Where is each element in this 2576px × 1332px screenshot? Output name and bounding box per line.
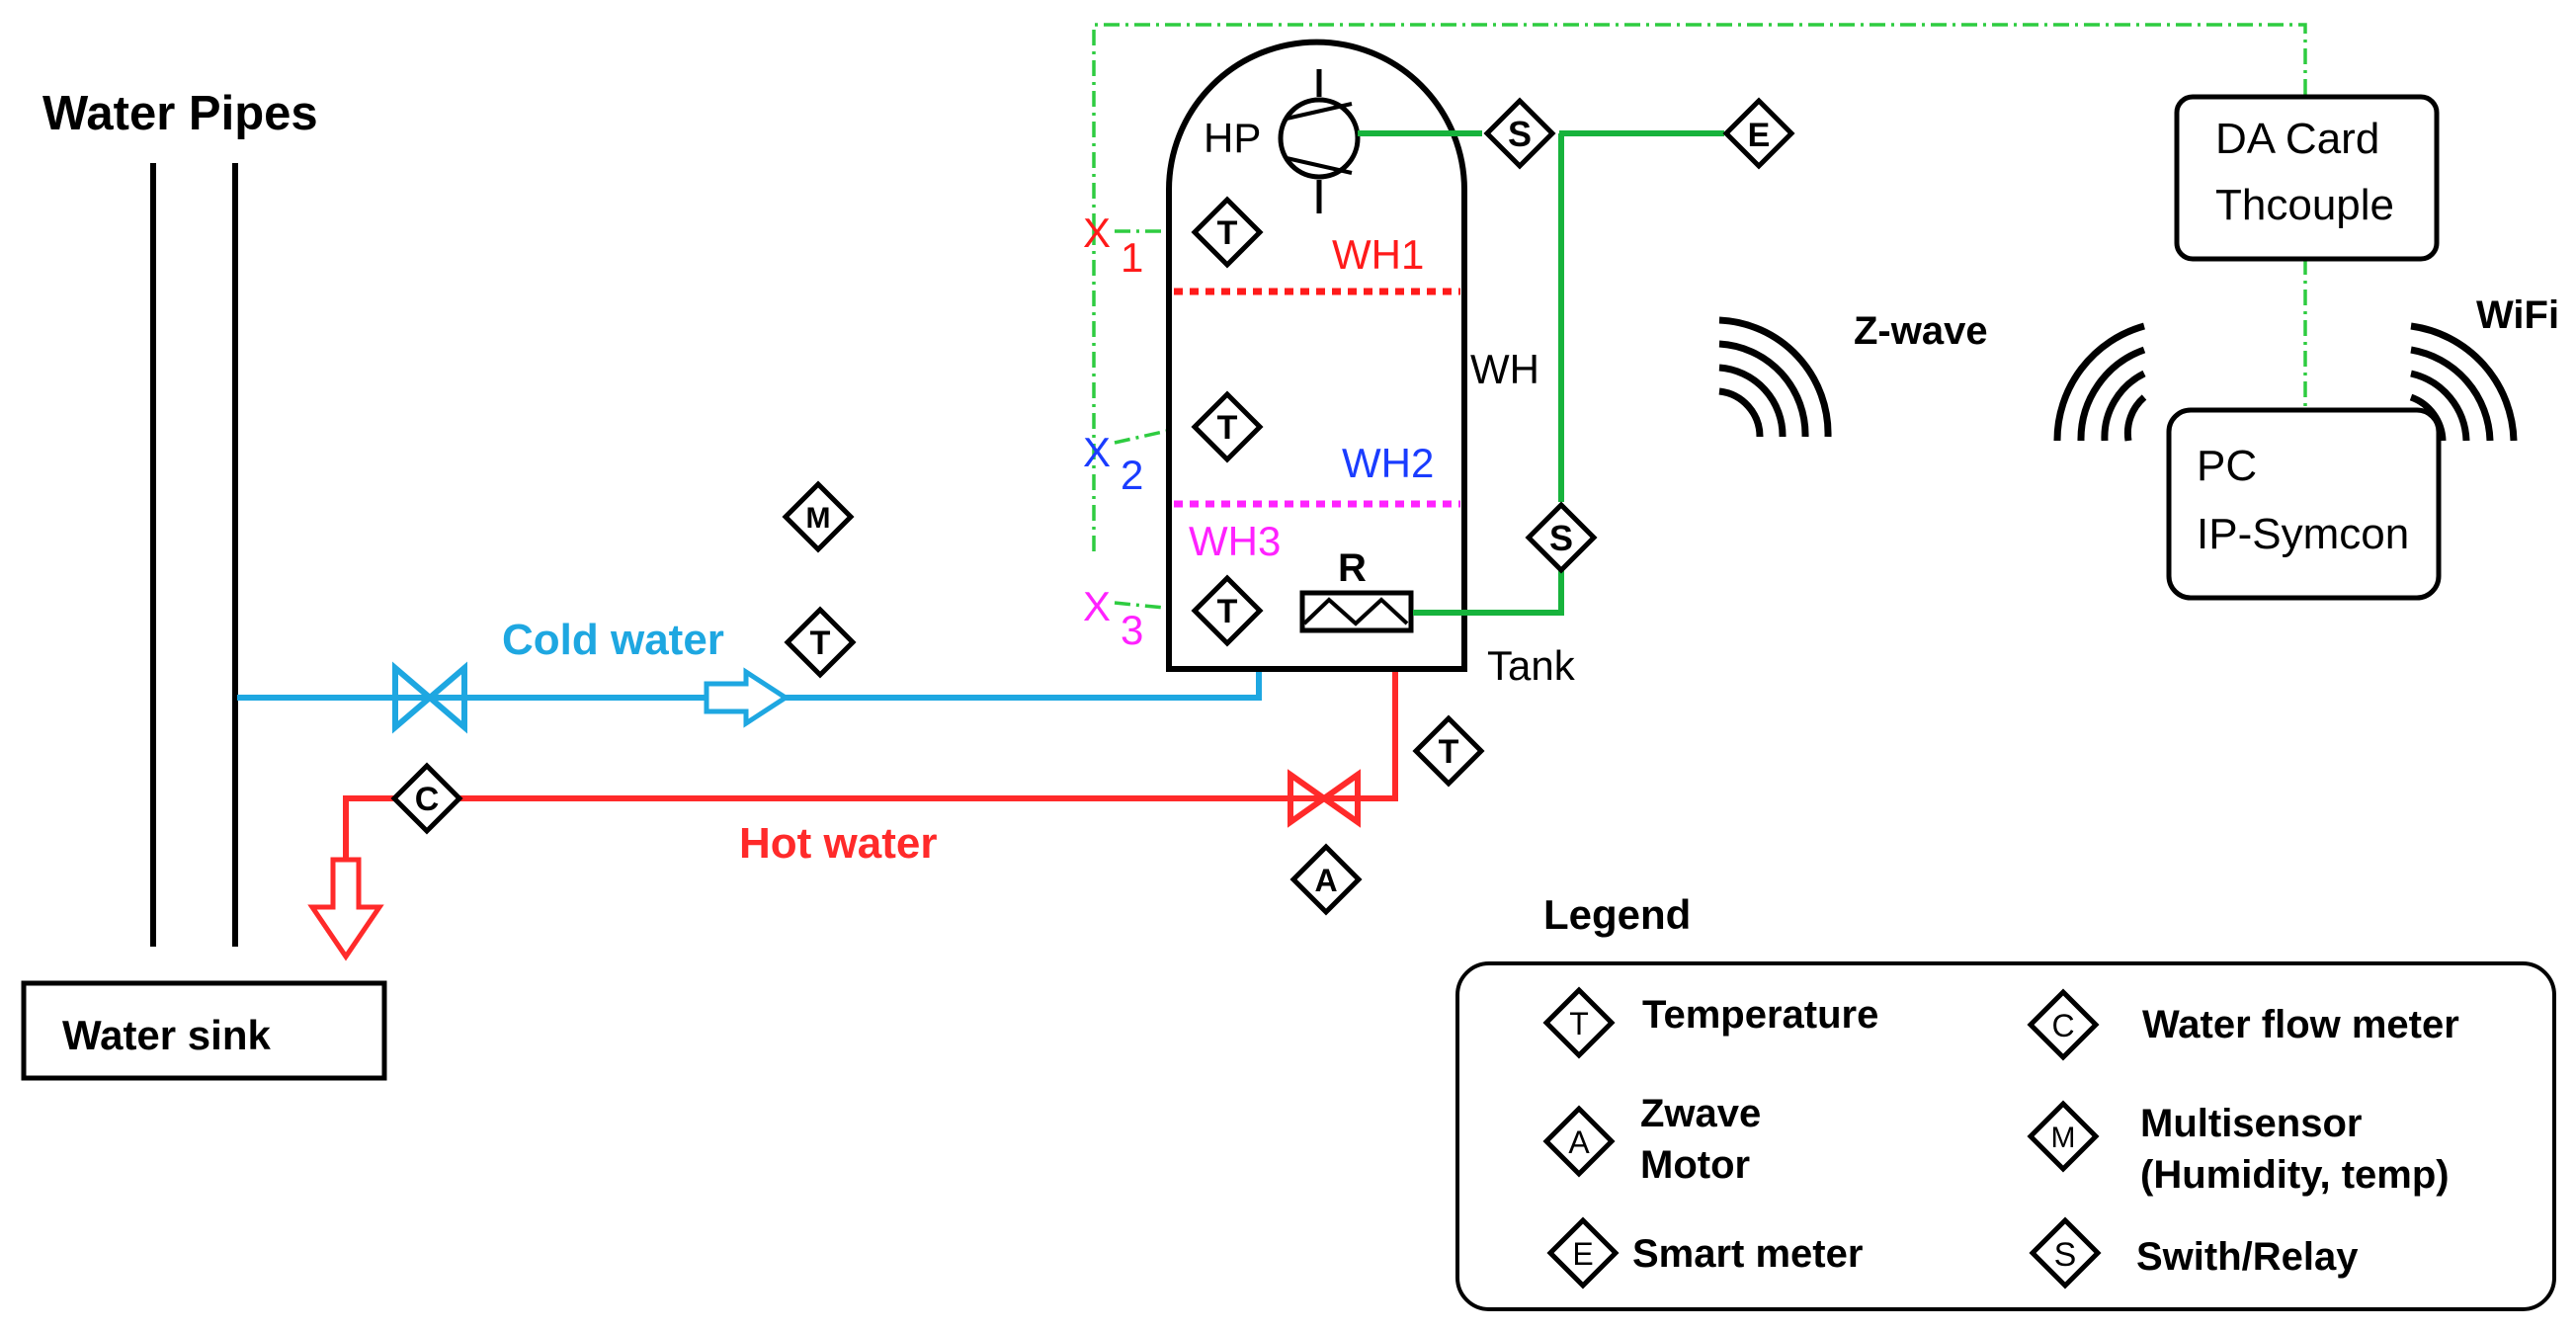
svg-text:A: A <box>1568 1124 1590 1160</box>
resistor-label: R <box>1338 546 1367 590</box>
wh3-label: WH3 <box>1189 518 1281 564</box>
svg-text:(Humidity, temp): (Humidity, temp) <box>2140 1153 2450 1197</box>
x1-number: 1 <box>1121 234 1143 281</box>
resistor-heater <box>1299 590 1414 633</box>
wifi-right-signal-icon <box>2409 322 2518 442</box>
svg-text:C: C <box>2051 1008 2074 1043</box>
sensor-t-cold: T <box>788 610 853 675</box>
tank-label: Tank <box>1487 642 1576 689</box>
svg-text:Smart meter: Smart meter <box>1632 1232 1863 1276</box>
legend-item-temperature: T Temperature <box>1546 990 1878 1055</box>
sensor-s-top: S <box>1487 101 1552 166</box>
sensor-t-3: T <box>1195 578 1260 643</box>
wifi-left-signal-icon <box>2053 322 2147 442</box>
svg-text:T: T <box>1569 1006 1589 1041</box>
legend-item-smart-meter: E Smart meter <box>1550 1220 1863 1286</box>
x3-label: X <box>1083 583 1111 629</box>
hot-water-pipe <box>343 664 1398 860</box>
cold-water-pipe <box>237 664 1262 701</box>
legend-item-multisensor: M Multisensor (Humidity, temp) <box>2031 1102 2450 1197</box>
svg-text:S: S <box>2054 1236 2077 1274</box>
heat-pump-compressor <box>1278 69 1361 213</box>
pc-line1: PC <box>2197 442 2257 490</box>
hp-label: HP <box>1204 115 1261 161</box>
legend-item-zwave-motor: A Zwave Motor <box>1546 1092 1761 1187</box>
svg-text:S: S <box>1508 114 1532 154</box>
svg-text:Multisensor: Multisensor <box>2140 1102 2362 1145</box>
pc-box <box>2166 407 2442 601</box>
svg-text:Motor: Motor <box>1640 1143 1750 1187</box>
hot-water-label: Hot water <box>739 819 937 868</box>
sensor-t-1: T <box>1195 200 1260 265</box>
svg-text:A: A <box>1314 863 1337 898</box>
legend-title: Legend <box>1543 891 1691 938</box>
sensor-e-smart-meter: E <box>1726 101 1791 166</box>
wh1-label: WH1 <box>1332 231 1424 278</box>
svg-text:M: M <box>2051 1122 2076 1154</box>
diagram-title: Water Pipes <box>42 87 318 140</box>
x2-label: X <box>1083 429 1111 475</box>
da-card-line1: DA Card <box>2215 115 2379 163</box>
hot-water-valve <box>1288 769 1361 828</box>
svg-text:C: C <box>415 781 440 818</box>
svg-text:T: T <box>1217 214 1238 252</box>
power-wiring <box>1358 130 1724 616</box>
legend-item-water-flow-meter: C Water flow meter <box>2031 992 2459 1057</box>
water-sink-box <box>21 980 387 1081</box>
x3-number: 3 <box>1121 607 1143 653</box>
zwave-label: Z-wave <box>1854 309 1988 353</box>
svg-text:T: T <box>1217 409 1238 447</box>
sensor-s-bottom: S <box>1529 505 1594 570</box>
svg-text:S: S <box>1549 518 1573 558</box>
pc-line2: IP-Symcon <box>2197 510 2409 558</box>
wifi-label: WiFi <box>2476 293 2559 337</box>
wh2-label: WH2 <box>1342 440 1434 486</box>
da-card-box <box>2174 94 2440 262</box>
legend-box <box>1455 961 2556 1311</box>
wh-label: WH <box>1470 346 1539 392</box>
x1-label: X <box>1083 209 1111 256</box>
svg-text:M: M <box>806 502 831 535</box>
sensor-t-hot: T <box>1416 718 1481 784</box>
sensor-t-2: T <box>1195 394 1260 459</box>
svg-text:T: T <box>810 624 831 662</box>
cold-water-valve <box>392 661 467 734</box>
svg-text:Temperature: Temperature <box>1642 993 1878 1037</box>
x2-number: 2 <box>1121 452 1143 498</box>
svg-text:E: E <box>1748 117 1771 154</box>
svg-text:Water flow meter: Water flow meter <box>2142 1003 2459 1046</box>
cold-water-flow-arrow <box>704 667 790 728</box>
svg-text:Swith/Relay: Swith/Relay <box>2136 1235 2359 1279</box>
sensor-a-motor: A <box>1293 847 1359 912</box>
water-sink-label: Water sink <box>62 1012 271 1058</box>
legend-item-switch-relay: S Swith/Relay <box>2033 1220 2359 1286</box>
zwave-signal-icon <box>1718 316 1832 438</box>
svg-text:E: E <box>1572 1236 1593 1272</box>
sensor-m-multisensor: M <box>786 484 851 549</box>
cold-water-label: Cold water <box>502 616 724 664</box>
svg-text:T: T <box>1439 733 1459 771</box>
da-card-line2: Thcouple <box>2215 181 2394 229</box>
svg-text:T: T <box>1217 593 1238 630</box>
sensor-c-flow-meter: C <box>394 766 459 831</box>
hot-water-outlet-arrow <box>307 857 384 961</box>
svg-text:Zwave: Zwave <box>1640 1092 1761 1135</box>
